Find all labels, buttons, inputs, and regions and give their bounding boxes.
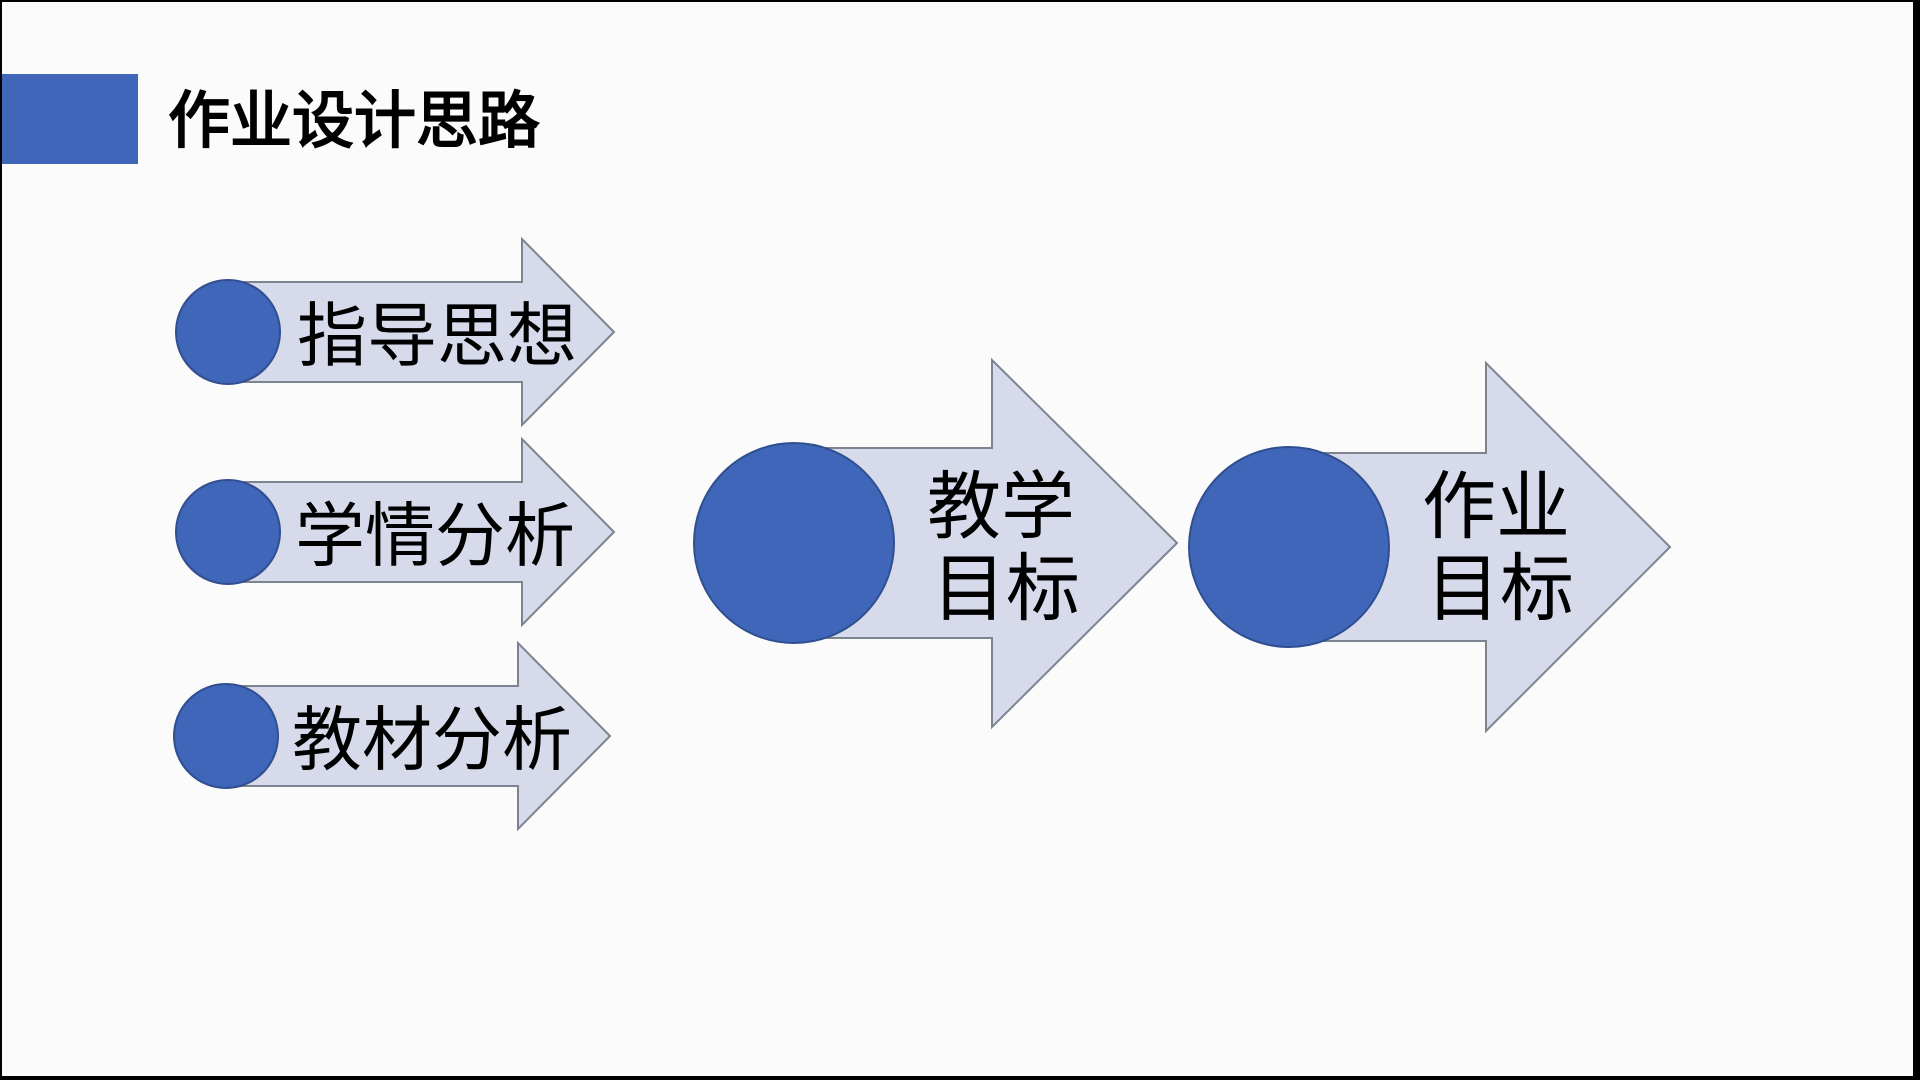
input-arrow-textbook-analysis: 教材分析 (173, 640, 612, 832)
blue-circle-icon (173, 683, 279, 789)
blue-circle-icon (1188, 446, 1390, 648)
blue-circle-icon (175, 279, 281, 385)
arrow-shape (225, 236, 616, 428)
arrow-shape (223, 640, 612, 832)
blue-circle-icon (693, 442, 895, 644)
input-label-learning-analysis: 学情分析 (295, 495, 575, 577)
blue-circle-icon (175, 479, 281, 585)
title-accent-bar (2, 74, 138, 164)
step-label-teaching-goals-line2: 目标 (932, 546, 1080, 632)
step-arrow-homework-goals: 作业 目标 (1188, 360, 1672, 734)
arrow-shape (225, 436, 616, 628)
slide-title: 作业设计思路 (168, 84, 541, 157)
input-arrow-learning-analysis: 学情分析 (175, 436, 616, 628)
step-label-homework-goals-line1: 作业 (1422, 464, 1570, 550)
step-label-teaching-goals-line1: 教学 (927, 464, 1075, 550)
input-label-textbook-analysis: 教材分析 (292, 699, 572, 781)
input-arrow-guiding-ideology: 指导思想 (175, 236, 616, 428)
step-label-homework-goals-line2: 目标 (1426, 546, 1574, 632)
step-arrow-teaching-goals: 教学 目标 (693, 357, 1179, 730)
input-label-guiding-ideology: 指导思想 (297, 295, 577, 377)
